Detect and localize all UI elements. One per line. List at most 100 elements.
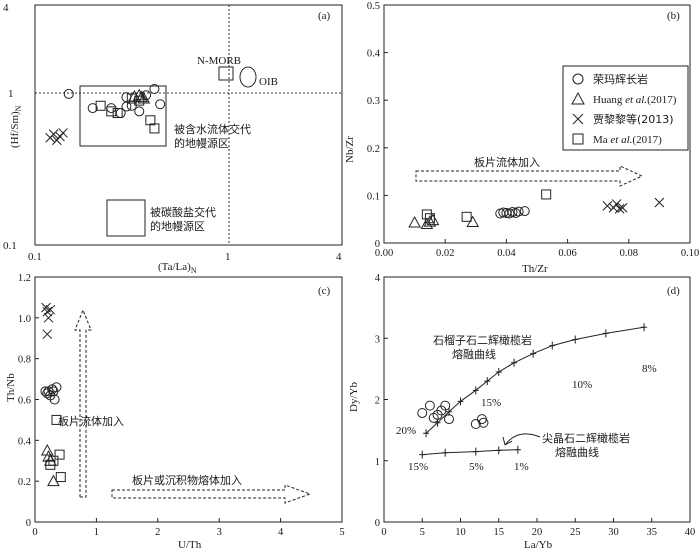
panel-a-y-max: 4 xyxy=(3,2,9,14)
panel-c-xlabel: U/Th xyxy=(178,539,202,551)
x-tick-label-b-4: 0.08 xyxy=(620,248,638,259)
point-b-2-5 xyxy=(654,197,665,208)
legend-marks xyxy=(571,73,585,145)
point-b-3-2 xyxy=(461,211,472,222)
legend-label-huang: Huang et al.(2017) xyxy=(593,94,677,106)
x-tick-label-d-0: 0 xyxy=(381,527,386,538)
panel-a-marks xyxy=(45,83,166,146)
panel-b-xlabel: Th/Zr xyxy=(522,263,548,275)
legend-box xyxy=(562,65,689,151)
y-tick-label-b-1: 0.1 xyxy=(367,191,380,202)
point-a-2-4 xyxy=(58,128,68,138)
point-c-1-0 xyxy=(40,444,54,456)
panel-a-xlabel: (Ta/La)N xyxy=(158,261,197,275)
panel-d-label: (d) xyxy=(667,285,680,297)
point-d-0-2 xyxy=(428,412,439,423)
garnet-pct-10: 10% xyxy=(572,379,592,391)
point-a-3-6 xyxy=(149,123,160,134)
panel-b-frame xyxy=(383,4,691,244)
point-d-0-9 xyxy=(476,414,487,425)
x-tick-label-b-5: 0.10 xyxy=(681,248,699,259)
y-tick-label-c-4: 0.8 xyxy=(18,355,31,366)
legend-label-ma: Ma et al.(2017) xyxy=(593,134,662,146)
oib-label: OIB xyxy=(259,76,278,88)
panel-c-fluid-label: 板片流体加入 xyxy=(58,414,124,428)
garnet-curve-label-2: 熔融曲线 xyxy=(452,347,496,361)
panel-b: (b) Nb/Zr Th/Zr 荣玛辉长岩 Huang et al.(2017)… xyxy=(344,1,699,275)
point-c-2-1 xyxy=(42,306,53,317)
panel-c-label: (c) xyxy=(318,285,331,297)
garnet-curve-label-1: 石榴子石二辉橄榄岩 xyxy=(433,333,532,347)
panel-a-x-min: 0.1 xyxy=(28,251,42,263)
spinel-pointer-head xyxy=(502,436,513,446)
point-a-0-0 xyxy=(63,88,74,99)
y-tick-label-d-0: 0 xyxy=(375,518,380,529)
curve-0-tick-0 xyxy=(423,429,430,438)
hydrous-fluid-field xyxy=(79,85,167,147)
panel-d-frame xyxy=(383,276,691,523)
point-c-2-2 xyxy=(43,312,54,323)
carbonatite-field xyxy=(106,199,146,237)
spinel-pct-5: 5% xyxy=(469,461,484,473)
x-tick-label-d-8: 40 xyxy=(685,527,696,538)
hydrous-label-2: 的地幔源区 xyxy=(174,136,229,150)
y-tick-label-b-5: 0.5 xyxy=(367,1,380,12)
x-tick-label-d-7: 35 xyxy=(647,527,658,538)
hydrous-label-1: 被含水流体交代 xyxy=(174,122,251,136)
panel-b-fluid-arrow xyxy=(415,165,644,187)
legend-label-jia: 贾黎黎等(2013) xyxy=(593,112,674,126)
point-b-1-1 xyxy=(420,217,434,229)
point-b-3-3 xyxy=(541,189,552,200)
point-c-1-3 xyxy=(47,474,60,487)
panel-a-x-mid: 1 xyxy=(225,251,231,263)
curve-0-tick-9 xyxy=(549,341,556,350)
curve-1-tick-2 xyxy=(472,447,479,456)
legend-marker-3 xyxy=(572,133,584,145)
panel-c-melt-arrow xyxy=(111,484,312,504)
x-tick-label-c-4: 4 xyxy=(278,527,284,538)
point-a-3-3 xyxy=(126,93,137,104)
point-a-0-9 xyxy=(149,83,160,94)
point-b-1-2 xyxy=(423,215,437,227)
point-a-0-7 xyxy=(134,106,145,117)
panel-b-arrow-label: 板片流体加入 xyxy=(474,155,540,169)
garnet-pct-20: 20% xyxy=(396,425,416,437)
curve-0-tick-5 xyxy=(484,377,491,386)
point-d-0-5 xyxy=(440,400,451,411)
point-c-3-4 xyxy=(45,459,56,470)
y-tick-label-d-4: 4 xyxy=(375,273,381,284)
legend-marker-2 xyxy=(572,113,584,125)
melting-curve-1 xyxy=(422,449,518,456)
point-c-2-3 xyxy=(45,304,56,315)
point-b-3-0 xyxy=(421,209,432,220)
curve-1-tick-1 xyxy=(442,448,449,457)
point-c-0-6 xyxy=(49,394,60,405)
panel-a-label: (a) xyxy=(318,10,331,22)
x-tick-label-c-5: 5 xyxy=(339,527,344,538)
panel-d-marks xyxy=(417,400,489,429)
x-tick-label-d-4: 20 xyxy=(532,527,543,538)
point-b-3-1 xyxy=(424,213,435,224)
x-tick-label-c-3: 3 xyxy=(217,527,222,538)
y-tick-label-c-2: 0.4 xyxy=(18,436,32,447)
panel-b-label: (b) xyxy=(667,10,680,22)
y-tick-label-b-2: 0.2 xyxy=(367,144,380,155)
point-b-2-1 xyxy=(608,202,619,213)
panel-d-xlabel: La/Yb xyxy=(524,539,553,551)
carbonatite-label-2: 的地幔源区 xyxy=(150,219,205,233)
curve-0-tick-8 xyxy=(530,349,537,358)
x-tick-label-d-1: 5 xyxy=(420,527,425,538)
y-tick-label-c-0: 0 xyxy=(26,518,31,529)
panel-b-ylabel: Nb/Zr xyxy=(344,136,356,163)
y-tick-label-c-6: 1.2 xyxy=(18,273,31,284)
point-b-2-2 xyxy=(611,199,622,209)
point-d-0-0 xyxy=(417,407,428,418)
curve-0-tick-10 xyxy=(572,335,579,344)
panel-c-fluid-arrow xyxy=(74,308,92,498)
panel-c-melt-label: 板片或沉积物熔体加入 xyxy=(132,473,242,487)
y-tick-label-d-1: 1 xyxy=(375,457,380,468)
point-a-3-4 xyxy=(134,95,145,106)
point-a-1-2 xyxy=(135,90,148,103)
curve-1-tick-0 xyxy=(419,450,426,459)
